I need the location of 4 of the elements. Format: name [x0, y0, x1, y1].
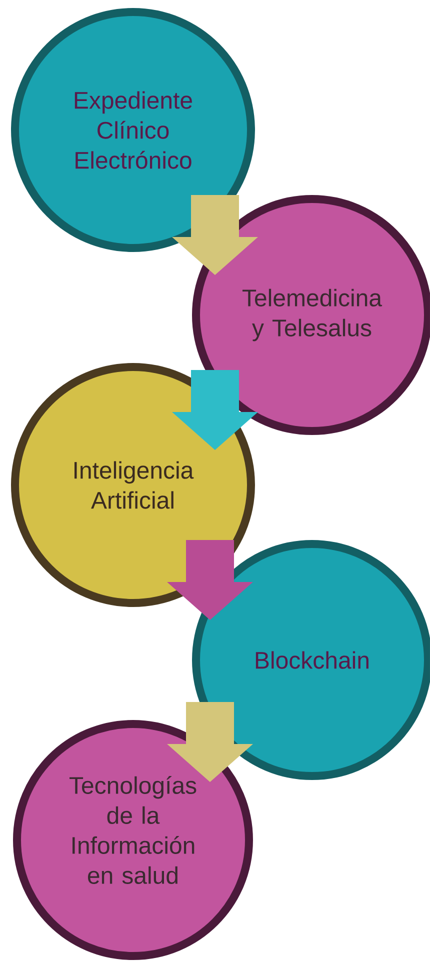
- block-arrow: [172, 370, 258, 450]
- block-arrow: [167, 540, 253, 620]
- block-arrow: [167, 702, 253, 782]
- block-arrow: [172, 195, 258, 275]
